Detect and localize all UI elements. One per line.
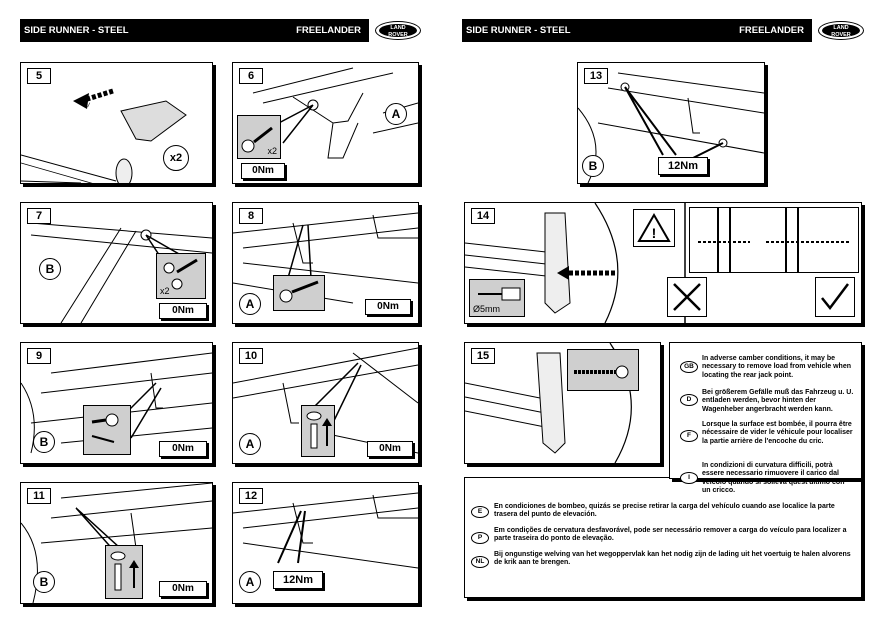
rear-mount-torque-illustration	[233, 492, 418, 569]
step-5-panel: 5 x2	[20, 62, 213, 184]
step-number: 10	[239, 348, 263, 364]
view-letter-badge: A	[239, 293, 261, 315]
torque-label: 0Nm	[159, 581, 207, 597]
cross-icon	[667, 277, 707, 317]
multilingual-notes-box-upper	[669, 342, 862, 479]
front-mount-torque-illustration	[578, 72, 764, 183]
view-letter-badge: A	[239, 571, 261, 593]
step-number: 5	[27, 68, 51, 84]
right-header-bar: SIDE RUNNER - STEEL FREELANDER	[462, 19, 812, 42]
bolt-detail-inset	[273, 275, 325, 311]
step-number: 11	[27, 488, 51, 504]
warning-icon: !	[633, 209, 675, 247]
note-text: Bij ongunstige welving van het wegopperv…	[494, 551, 851, 567]
step-number: 7	[27, 208, 51, 224]
note-text: Bei größerem Gefälle muß das Fahrzeug u.…	[702, 389, 854, 413]
language-code-badge: GB	[680, 361, 698, 373]
view-letter-badge: B	[39, 258, 61, 280]
language-code-badge: I	[680, 472, 698, 484]
language-code-badge: P	[471, 532, 489, 544]
torque-label: 12Nm	[658, 157, 708, 175]
mudflap-drilling-illustration	[465, 203, 686, 323]
note-text: In condizioni di curvatura difficili, po…	[702, 462, 845, 494]
language-code-badge: E	[471, 506, 489, 518]
mudflap-fixing-illustration	[465, 343, 632, 463]
step-10-panel: 10 A 0Nm	[232, 342, 419, 464]
left-header-title: SIDE RUNNER - STEEL	[24, 25, 129, 36]
step-number: 15	[471, 348, 495, 364]
view-letter-badge: B	[33, 571, 55, 593]
quantity-label: x2	[160, 286, 170, 296]
quantity-badge: x2	[163, 145, 189, 171]
language-code-badge: F	[680, 430, 698, 442]
view-letter-badge: B	[582, 155, 604, 177]
step-12-panel: 12 A 12Nm	[232, 482, 419, 604]
torque-label: 0Nm	[159, 303, 207, 319]
language-code-badge: NL	[471, 556, 489, 568]
step-number: 14	[471, 208, 495, 224]
step-13-panel: 13 B 12Nm	[577, 62, 765, 184]
left-header-model: FREELANDER	[296, 25, 361, 36]
note-text: Em condições de cervatura desfavorável, …	[494, 527, 847, 543]
view-letter-badge: A	[385, 103, 407, 125]
bolt-detail-inset	[301, 405, 335, 457]
note-text: In adverse camber conditions, it may be …	[702, 355, 852, 379]
svg-text:!: !	[652, 225, 657, 241]
step-number: 9	[27, 348, 51, 364]
checkmark-icon	[815, 277, 855, 317]
quantity-label: x2	[267, 146, 277, 156]
torque-label: 0Nm	[241, 163, 285, 179]
torque-label: 0Nm	[365, 299, 411, 315]
step-15-panel: 15	[464, 342, 661, 464]
step-6-panel: 6 x2 A 0Nm	[232, 62, 419, 184]
step-number: 8	[239, 208, 263, 224]
step-number: 12	[239, 488, 263, 504]
left-header-bar: SIDE RUNNER - STEEL FREELANDER	[20, 19, 369, 42]
note-text: En condiciones de bombeo, quizás se prec…	[494, 503, 835, 519]
drill-size-label: Ø5mm	[473, 304, 500, 314]
screw-detail-inset	[567, 349, 639, 391]
bolt-detail-inset	[105, 545, 143, 599]
bolt-detail-inset	[83, 405, 131, 455]
multilingual-notes-box	[464, 477, 862, 598]
front-mount-illustration	[21, 352, 212, 454]
view-letter-badge: A	[239, 433, 261, 455]
view-letter-badge: B	[33, 431, 55, 453]
correct-incorrect-screw-diagram	[689, 207, 859, 273]
step-7-panel: 7 B x2 0Nm	[20, 202, 213, 324]
step-11-panel: 11 B 0Nm	[20, 482, 213, 604]
language-code-badge: D	[680, 394, 698, 406]
torque-label: 12Nm	[273, 571, 323, 589]
side-runner-end-cap-illustration	[21, 88, 187, 183]
torque-label: 0Nm	[159, 441, 207, 457]
step-number: 6	[239, 68, 263, 84]
bolt-detail-inset: x2	[156, 253, 206, 299]
step-9-panel: 9 B 0Nm	[20, 342, 213, 464]
note-text: Lorsque la surface est bombée, il pourra…	[702, 421, 853, 445]
right-header-title: SIDE RUNNER - STEEL	[466, 25, 571, 36]
step-8-panel: 8 A 0Nm	[232, 202, 419, 324]
step-number: 13	[584, 68, 608, 84]
drill-bit-inset: Ø5mm	[469, 279, 525, 317]
right-header-model: FREELANDER	[739, 25, 804, 36]
torque-label: 0Nm	[367, 441, 413, 457]
step-14-panel: 14 ! Ø5mm	[464, 202, 862, 324]
bolt-detail-inset: x2	[237, 115, 281, 159]
